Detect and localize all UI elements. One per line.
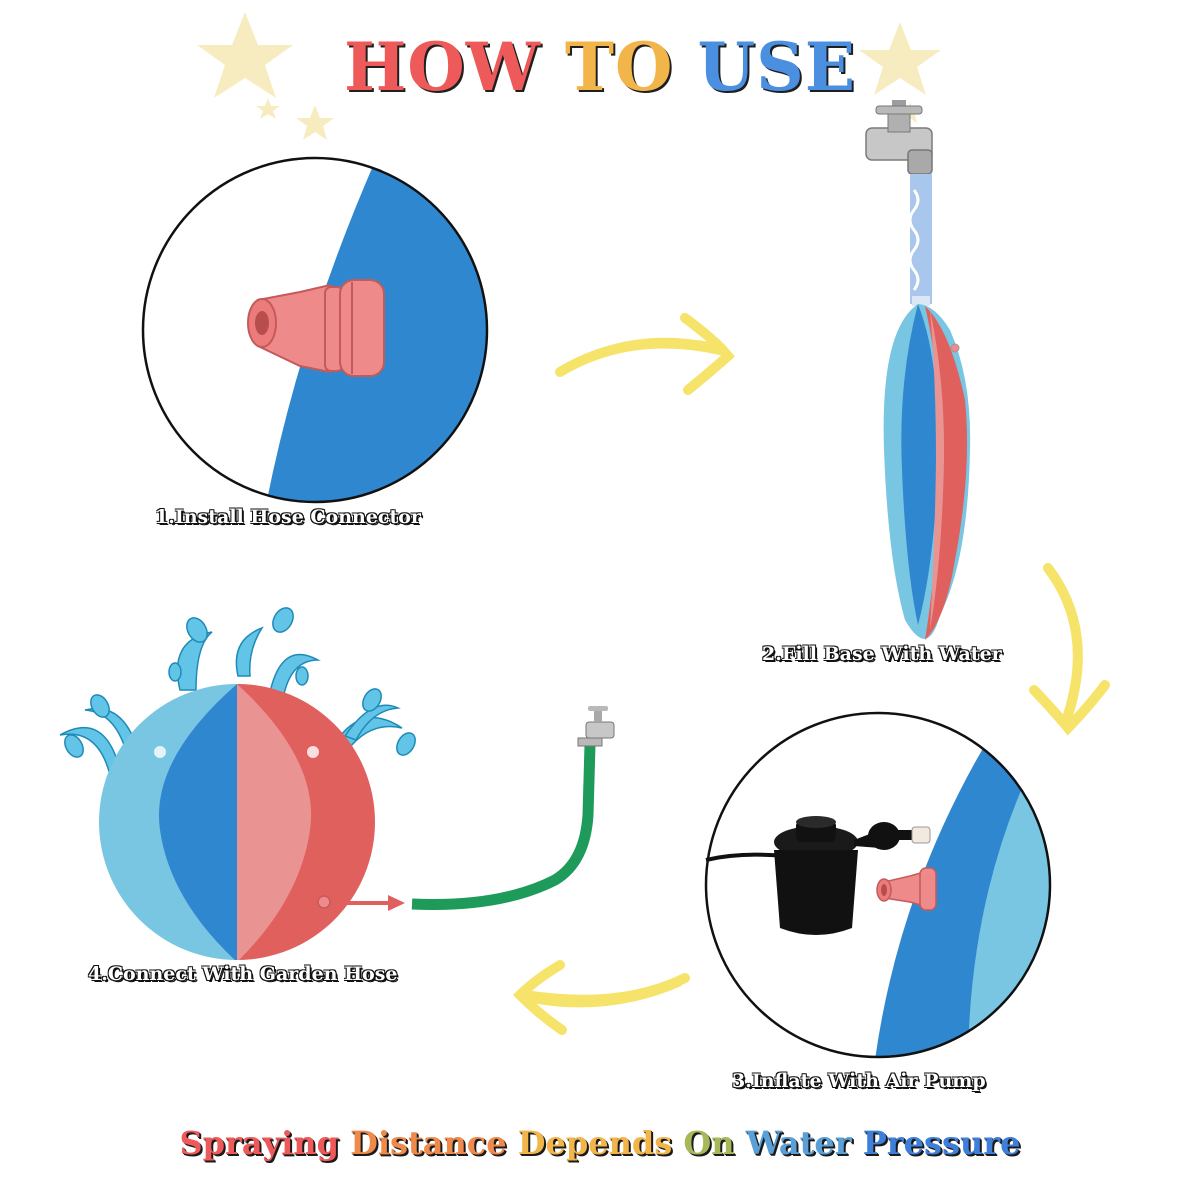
hose-connector-icon [876, 867, 937, 911]
step1-illustration [141, 156, 489, 504]
page-title: HOW TO USE [0, 28, 1200, 106]
beach-ball-icon [99, 684, 375, 960]
step4-label: 4.Connect With Garden Hose [88, 963, 398, 985]
title-word-to: TO [564, 28, 674, 106]
footer-word: Water [745, 1124, 852, 1162]
curved-arrow-icon [1029, 563, 1110, 736]
footer-word: Distance [350, 1124, 507, 1162]
hose-connector-icon [247, 279, 385, 377]
curved-arrow-icon [512, 960, 690, 1035]
title-word-how: HOW [343, 28, 541, 106]
step1-label: 1.Install Hose Connector [155, 506, 421, 528]
faucet-icon [865, 100, 933, 175]
step3-label: 3.Inflate With Air Pump [732, 1070, 986, 1092]
footer-note: Spraying Distance Depends On Water Press… [0, 1124, 1200, 1162]
title-word-use: USE [697, 28, 857, 106]
air-pump-icon [774, 816, 931, 935]
footer-word: On [683, 1124, 735, 1162]
footer-word: Pressure [862, 1124, 1021, 1162]
step3-illustration [704, 711, 1052, 1059]
step4-illustration [59, 607, 615, 960]
footer-word: Depends [517, 1124, 673, 1162]
step2-illustration [865, 100, 971, 640]
faucet-icon [577, 706, 615, 747]
step2-label: 2.Fill Base With Water [762, 643, 1002, 665]
footer-word: Spraying [179, 1124, 339, 1162]
curved-arrow-icon [555, 313, 735, 395]
